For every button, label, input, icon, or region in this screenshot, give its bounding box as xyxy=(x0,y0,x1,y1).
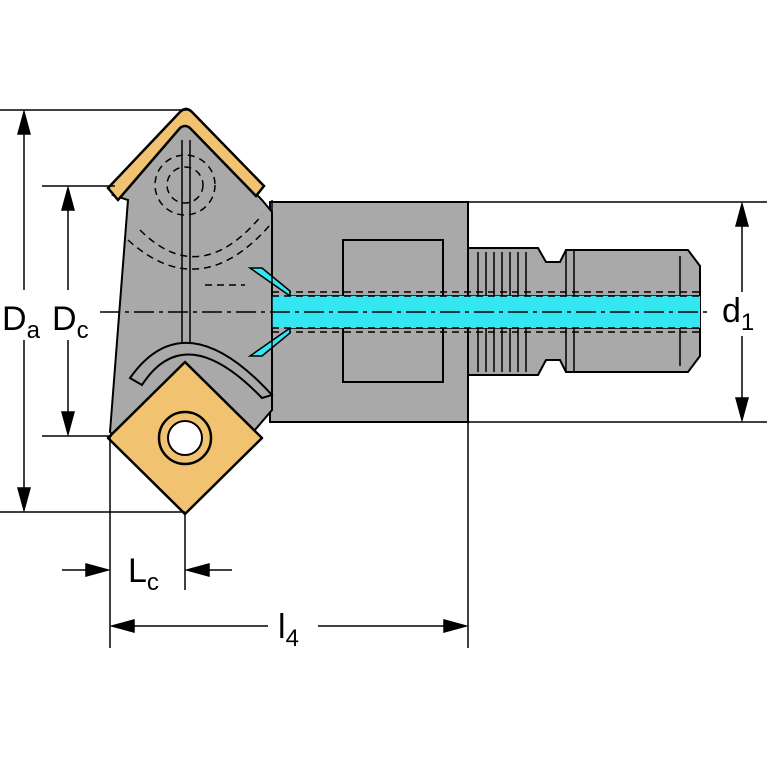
label-dc: Dc xyxy=(52,300,89,344)
label-l4: l4 xyxy=(278,608,299,652)
head-detail-lines xyxy=(181,140,273,410)
insert-screw-hole-inner xyxy=(167,420,203,456)
bottom-insert xyxy=(106,360,264,516)
label-da: Da xyxy=(2,300,41,344)
chip-pocket xyxy=(128,341,274,400)
label-d1: d1 xyxy=(722,292,754,336)
dimension-labels: Da Dc d1 Lc l4 xyxy=(2,292,754,652)
hidden-lines xyxy=(127,154,700,333)
dimension-lines xyxy=(0,109,767,648)
label-lc: Lc xyxy=(128,552,159,596)
